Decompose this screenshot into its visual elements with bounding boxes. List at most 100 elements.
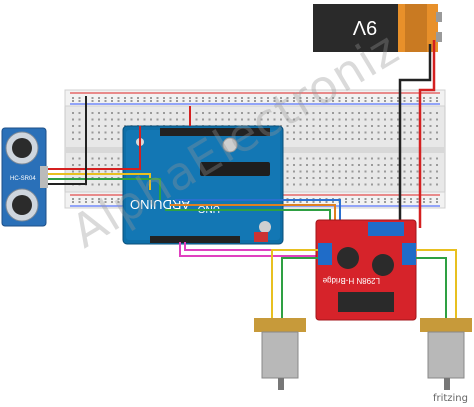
breadboard-hole [286, 138, 289, 140]
breadboard-hole [423, 183, 425, 186]
breadboard-hole [384, 201, 386, 203]
breadboard-hole [312, 170, 315, 173]
breadboard-hole [364, 138, 367, 140]
breadboard-hole [358, 201, 360, 203]
signal-wire-blue [175, 199, 341, 222]
breadboard-hole [273, 100, 276, 102]
breadboard-hole [358, 177, 360, 179]
breadboard-hole [384, 170, 386, 173]
breadboard-hole [312, 138, 315, 140]
breadboard-hole [241, 118, 243, 121]
breadboard-hole [156, 97, 159, 99]
breadboard-hole [312, 131, 315, 134]
breadboard-hole [364, 198, 367, 200]
breadboard-hole [436, 118, 438, 121]
breadboard-hole [332, 157, 334, 160]
breadboard-hole [345, 118, 347, 121]
breadboard-hole [286, 157, 289, 160]
breadboard-hole [358, 157, 360, 160]
breadboard-hole [85, 201, 87, 203]
breadboard-hole [78, 157, 81, 160]
breadboard-hole [267, 97, 269, 99]
breadboard-hole [436, 97, 438, 99]
breadboard-hole [403, 170, 406, 173]
breadboard-hole [98, 118, 100, 121]
breadboard-hole [78, 131, 81, 134]
breadboard-hole [338, 125, 341, 127]
breadboard-hole [364, 157, 367, 160]
motor-left [254, 318, 306, 390]
breadboard-hole [72, 118, 74, 121]
breadboard-hole [429, 100, 432, 102]
breadboard-hole [293, 164, 295, 166]
breadboard-hole [306, 201, 308, 203]
breadboard-hole [98, 198, 100, 200]
breadboard-hole [332, 177, 334, 179]
breadboard-hole [410, 164, 412, 166]
breadboard-hole [332, 112, 334, 114]
breadboard-hole [384, 112, 386, 114]
breadboard-hole [104, 183, 107, 186]
breadboard-hole [91, 198, 94, 200]
breadboard-hole [280, 97, 282, 99]
breadboard-hole [169, 97, 172, 99]
battery-wire-black [398, 44, 432, 228]
breadboard-hole [429, 131, 432, 134]
breadboard-hole [429, 138, 432, 140]
breadboard-hole [156, 100, 159, 102]
breadboard-hole [189, 97, 191, 99]
breadboard-hole [111, 125, 113, 127]
breadboard-hole [410, 131, 412, 134]
breadboard-hole [423, 198, 425, 200]
breadboard-hole [130, 112, 133, 114]
breadboard-hole [72, 112, 74, 114]
breadboard-hole [403, 118, 406, 121]
breadboard-hole [429, 157, 432, 160]
breadboard-hole [423, 157, 425, 160]
breadboard-hole [78, 201, 81, 203]
breadboard-hole [410, 112, 412, 114]
breadboard-hole [247, 118, 250, 121]
breadboard-hole [104, 170, 107, 173]
breadboard-hole [384, 164, 386, 166]
breadboard-hole [117, 97, 120, 99]
breadboard-hole [293, 118, 295, 121]
breadboard-hole [293, 100, 295, 102]
breadboard-hole [390, 170, 393, 173]
breadboard-hole [312, 183, 315, 186]
breadboard-hole [143, 112, 146, 114]
breadboard-hole [293, 97, 295, 99]
breadboard-hole [345, 97, 347, 99]
breadboard-hole [319, 138, 321, 140]
breadboard-hole [228, 97, 230, 99]
breadboard-hole [345, 138, 347, 140]
breadboard-hole [377, 177, 380, 179]
breadboard-hole [111, 100, 113, 102]
breadboard-hole [273, 112, 276, 114]
breadboard-hole [78, 125, 81, 127]
breadboard-hole [306, 100, 308, 102]
breadboard-hole [241, 100, 243, 102]
breadboard-hole [117, 112, 120, 114]
breadboard-hole [377, 201, 380, 203]
breadboard-hole [137, 112, 139, 114]
breadboard-hole [429, 164, 432, 166]
breadboard-hole [332, 183, 334, 186]
breadboard-hole [358, 198, 360, 200]
breadboard-hole [117, 125, 120, 127]
breadboard-hole [254, 118, 256, 121]
breadboard-hole [202, 118, 204, 121]
breadboard-hole [104, 138, 107, 140]
breadboard-hole [416, 118, 419, 121]
breadboard-hole [351, 118, 354, 121]
breadboard-hole [91, 97, 94, 99]
breadboard-hole [111, 198, 113, 200]
ultrasonic-sensor: HC-SR04 [1, 127, 48, 227]
breadboard-hole [98, 97, 100, 99]
breadboard-hole [72, 97, 74, 99]
breadboard-hole [345, 198, 347, 200]
breadboard-hole [416, 125, 419, 127]
breadboard-hole [338, 177, 341, 179]
breadboard-hole [91, 118, 94, 121]
breadboard-hole [117, 198, 120, 200]
